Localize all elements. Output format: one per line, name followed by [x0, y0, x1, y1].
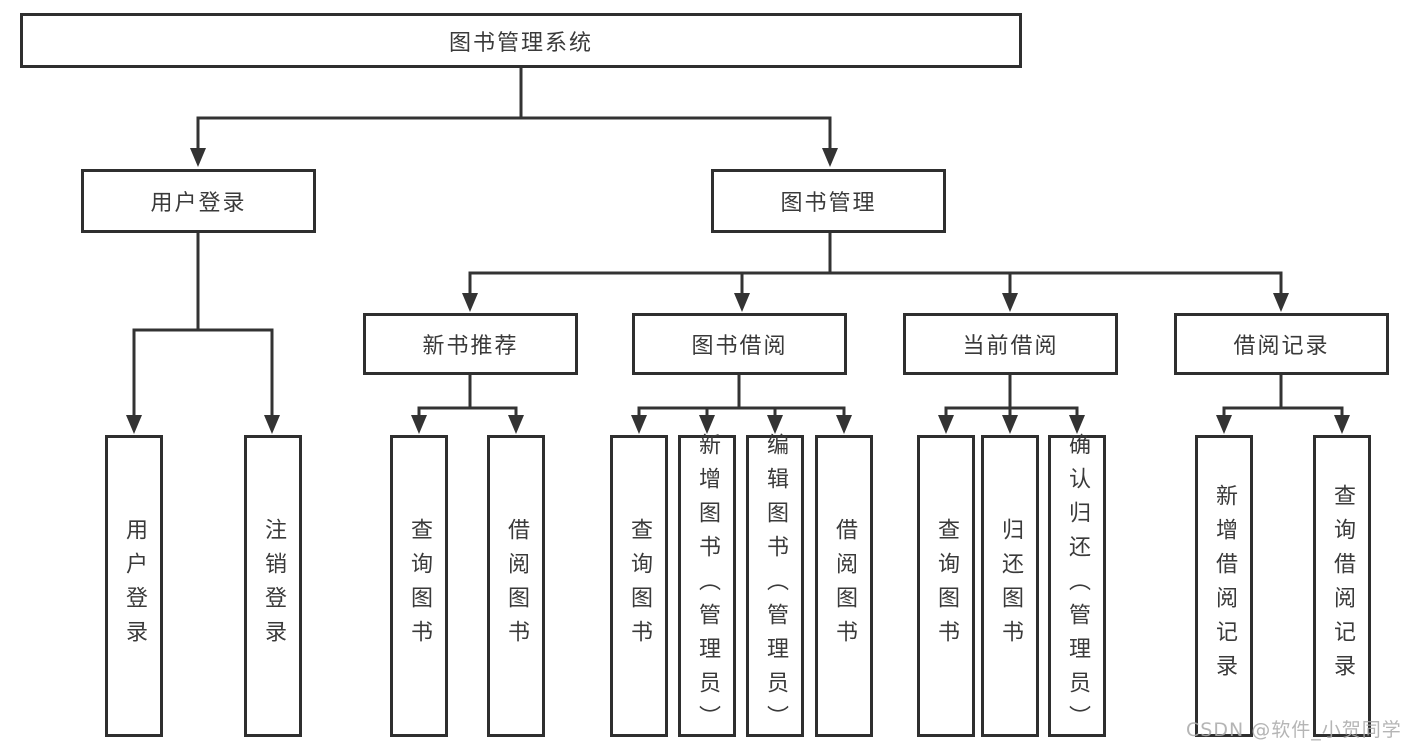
node-library-management-system: 图书管理系统: [20, 13, 1022, 68]
leaf-query-books-recommend: 查询图书: [390, 435, 448, 737]
node-book-management: 图书管理: [711, 169, 946, 233]
node-user-login: 用户登录: [81, 169, 316, 233]
leaf-query-books-current: 查询图书: [917, 435, 975, 737]
node-borrowing-records: 借阅记录: [1174, 313, 1389, 375]
node-label: 查询图书: [407, 518, 432, 654]
leaf-query-books-borrowing: 查询图书: [610, 435, 668, 737]
node-current-borrowing: 当前借阅: [903, 313, 1118, 375]
node-label: 归还图书: [998, 518, 1023, 654]
leaf-borrow-books-borrowing: 借阅图书: [815, 435, 873, 737]
leaf-query-borrow-record: 查询借阅记录: [1313, 435, 1371, 737]
node-label: 用户登录: [122, 518, 147, 654]
node-new-book-recommend: 新书推荐: [363, 313, 578, 375]
leaf-logout-action: 注销登录: [244, 435, 302, 737]
node-label: 查询图书: [627, 518, 652, 654]
leaf-user-login-action: 用户登录: [105, 435, 163, 737]
node-label: 当前借阅: [962, 334, 1059, 359]
leaf-edit-book-admin: 编辑图书（管理员）: [746, 433, 804, 739]
leaf-borrow-books-recommend: 借阅图书: [487, 435, 545, 737]
node-label: 图书管理系统: [448, 30, 593, 56]
node-label: 新增图书（管理员）: [695, 433, 720, 739]
node-label: 借阅图书: [504, 518, 529, 654]
leaf-add-book-admin: 新增图书（管理员）: [678, 433, 736, 739]
watermark: CSDN @软件_小贺同学: [1186, 719, 1402, 741]
node-label: 图书借阅: [691, 334, 788, 359]
node-label: 借阅图书: [832, 518, 857, 654]
node-label: 用户登录: [150, 191, 247, 216]
node-label: 新增借阅记录: [1212, 484, 1237, 688]
node-label: 借阅记录: [1233, 334, 1330, 359]
node-label: 查询借阅记录: [1330, 484, 1355, 688]
leaf-return-books: 归还图书: [981, 435, 1039, 737]
leaf-confirm-return-admin: 确认归还（管理员）: [1048, 433, 1106, 739]
node-label: 查询图书: [934, 518, 959, 654]
node-label: 确认归还（管理员）: [1065, 433, 1090, 739]
node-label: 编辑图书（管理员）: [763, 433, 788, 739]
node-label: 注销登录: [261, 518, 286, 654]
node-label: 新书推荐: [422, 334, 519, 359]
leaf-add-borrow-record: 新增借阅记录: [1195, 435, 1253, 737]
node-book-borrowing: 图书借阅: [632, 313, 847, 375]
node-label: 图书管理: [780, 191, 877, 216]
